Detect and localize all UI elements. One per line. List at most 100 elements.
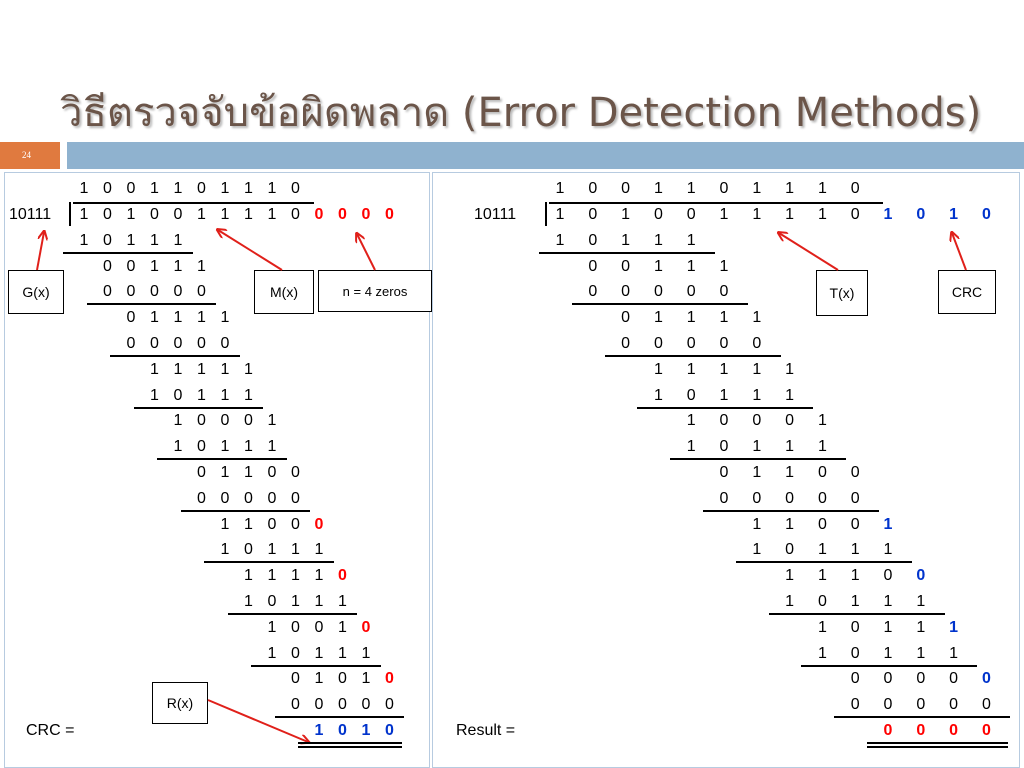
remainder-bit: 0	[785, 489, 795, 507]
remainder-bit: 0	[385, 696, 394, 714]
remainder-bit: 0	[850, 489, 860, 507]
subtraction-line	[801, 664, 978, 667]
remainder-bit: 1	[220, 541, 230, 559]
remainder-bit: 1	[883, 593, 893, 610]
remainder-bit: 1	[173, 257, 183, 275]
result-underline	[298, 746, 402, 748]
remainder-bit: 0	[338, 567, 347, 585]
remainder-bit: 0	[361, 696, 371, 714]
remainder-bit: 1	[220, 309, 230, 327]
result-underline	[867, 742, 1009, 744]
dividend-bit: 0	[338, 206, 347, 223]
remainder-bit: 1	[785, 360, 795, 378]
quotient-bit: 0	[103, 180, 112, 197]
remainder-bit: 0	[916, 670, 926, 688]
dividend-bit: 1	[244, 206, 253, 223]
quotient-bit: 0	[719, 180, 729, 197]
result-bit: 1	[361, 722, 371, 739]
remainder-bit: 0	[314, 515, 324, 533]
remainder-bit: 1	[719, 360, 729, 378]
remainder-bit: 1	[719, 257, 729, 275]
remainder-bit: 1	[949, 618, 959, 636]
remainder-bit: 1	[686, 438, 696, 456]
quotient-bit: 1	[79, 180, 89, 197]
dividend-bit: 1	[267, 206, 277, 223]
remainder-bit: 0	[621, 283, 631, 301]
remainder-bit: 1	[653, 257, 663, 275]
remainder-bit: 1	[197, 360, 206, 378]
remainder-bit: 0	[817, 464, 827, 481]
remainder-bit: 0	[719, 283, 729, 301]
remainder-bit: 1	[150, 309, 159, 327]
remainder-bit: 1	[267, 644, 277, 662]
remainder-bit: 0	[588, 257, 598, 275]
remainder-bit: 1	[850, 541, 860, 559]
remainder-bit: 0	[719, 412, 729, 430]
quotient-bit: 1	[220, 180, 230, 197]
remainder-bit: 1	[719, 386, 729, 404]
remainder-bit: 1	[220, 360, 230, 378]
remainder-bit: 0	[719, 464, 729, 481]
remainder-bit: 0	[173, 386, 183, 404]
division-bar	[73, 202, 314, 204]
remainder-bit: 1	[220, 515, 230, 533]
dividend-bit: 0	[916, 206, 926, 223]
remainder-bit: 1	[653, 360, 663, 378]
remainder-bit: 0	[220, 412, 230, 430]
remainder-bit: 1	[150, 386, 159, 404]
remainder-bit: 1	[752, 438, 762, 456]
remainder-bit: 0	[220, 489, 230, 507]
page-number: 24	[22, 150, 31, 160]
remainder-bit: 0	[103, 283, 112, 301]
remainder-bit: 1	[173, 360, 183, 378]
remainder-bit: 0	[916, 567, 926, 585]
remainder-bit: 0	[916, 696, 926, 714]
remainder-bit: 1	[817, 567, 827, 585]
remainder-bit: 0	[621, 309, 631, 327]
remainder-bit: 1	[785, 464, 795, 481]
remainder-bit: 0	[338, 696, 347, 714]
remainder-bit: 0	[850, 670, 860, 688]
remainder-bit: 0	[850, 618, 860, 636]
remainder-bit: 0	[883, 670, 893, 688]
crc-verification-panel	[432, 172, 1020, 768]
remainder-bit: 0	[719, 438, 729, 456]
remainder-bit: 1	[949, 644, 959, 662]
dividend-bit: 0	[981, 206, 991, 223]
remainder-bit: 1	[883, 618, 893, 636]
subtraction-line	[768, 613, 945, 615]
remainder-bit: 0	[291, 464, 300, 481]
result-underline	[298, 742, 402, 744]
dividend-bit: 0	[850, 206, 860, 223]
remainder-bit: 1	[220, 386, 230, 404]
subtraction-line	[539, 251, 715, 254]
remainder-bit: 0	[785, 541, 795, 559]
subtraction-line	[604, 355, 781, 357]
remainder-bit: 0	[686, 283, 696, 301]
slide-title: วิธีตรวจจับข้อผิดพลาด (Error Detection M…	[60, 90, 982, 136]
subtraction-line	[86, 303, 216, 306]
generator-label: G(x)	[22, 284, 50, 300]
remainder-bit: 1	[220, 438, 230, 456]
remainder-bit: 0	[197, 464, 206, 481]
dividend-bit: 0	[385, 206, 394, 223]
dividend-bit: 1	[197, 206, 206, 223]
remainder-bit: 1	[752, 515, 762, 533]
quotient-bit: 1	[267, 180, 277, 197]
subtraction-line	[571, 303, 748, 306]
remainder-bit: 1	[244, 386, 253, 404]
remainder-bit: 1	[314, 541, 324, 559]
remainder-bit: 0	[850, 515, 860, 533]
dividend-bit: 1	[220, 206, 230, 223]
generator-label-box: G(x)	[8, 270, 64, 314]
remainder-bit: 1	[173, 231, 183, 249]
remainder-bit: 0	[653, 335, 663, 352]
dividend-bit: 0	[291, 206, 300, 223]
quotient-bit: 0	[621, 180, 631, 197]
remainder-bit: 0	[621, 335, 631, 352]
remainder-bit: 1	[244, 464, 253, 481]
division-bar	[549, 202, 883, 204]
remainder-bit: 0	[291, 670, 300, 688]
remainder-bit: 1	[686, 309, 696, 327]
dividend-bit: 0	[653, 206, 663, 223]
